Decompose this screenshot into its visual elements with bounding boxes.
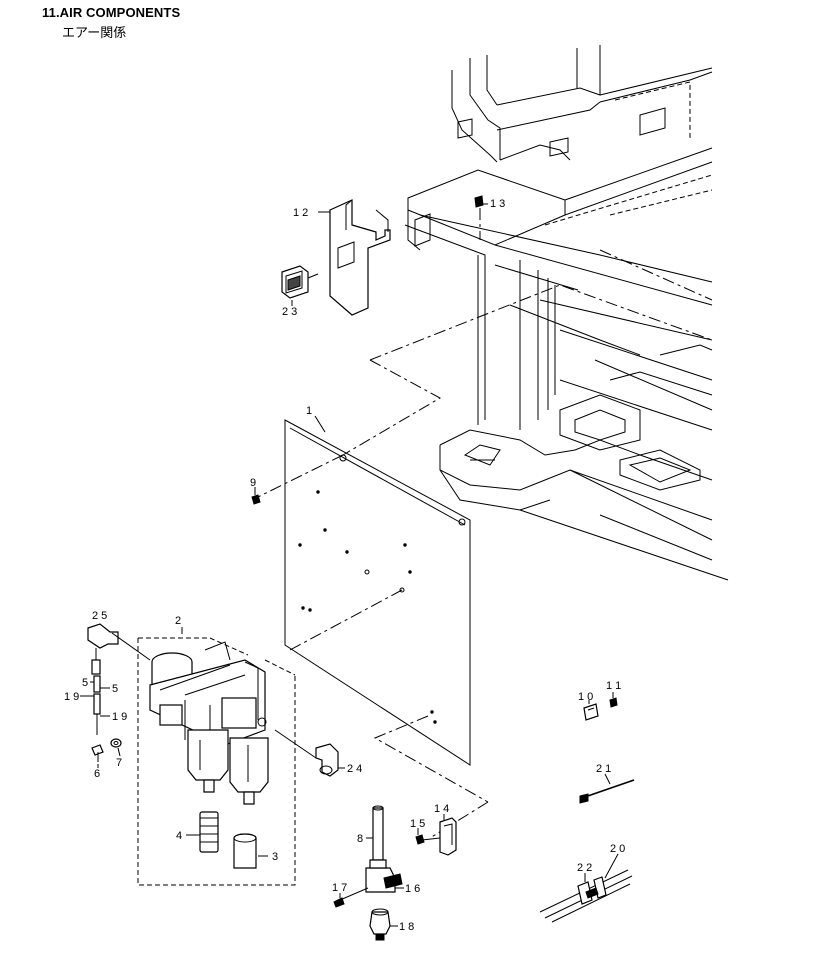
page-title: 11.AIR COMPONENTS: [42, 5, 181, 20]
elbow-fitting-25: [87, 623, 119, 735]
callout-20: 2 0: [610, 843, 625, 855]
drain-valve: [333, 805, 403, 941]
callout-21: 2 1: [596, 763, 611, 775]
tube-bundle-20: [539, 869, 633, 923]
callout-labels: 1 2 3 4 5 5 6 7 8 9 1 0 1 1 1 2 1 3 1 4 …: [64, 198, 625, 933]
callout-5-left: 5: [82, 677, 88, 689]
screw-11: [609, 697, 618, 708]
filter-regulator: [149, 641, 269, 805]
callout-9: 9: [250, 477, 256, 489]
callout-5-right: 5: [112, 683, 118, 695]
cable-tie-21: [579, 779, 635, 804]
leader-lines: [80, 203, 619, 927]
callout-15: 1 5: [410, 818, 425, 830]
screw-15: [415, 834, 441, 845]
phantom-lines: [257, 208, 713, 839]
elbow-fitting-24: [315, 743, 339, 777]
clamp-10: [583, 703, 599, 721]
callout-24: 2 4: [347, 763, 362, 775]
callout-13: 1 3: [490, 198, 505, 210]
callout-14: 1 4: [434, 803, 449, 815]
callout-2: 2: [175, 615, 181, 627]
callout-11: 1 1: [606, 680, 621, 692]
callout-3: 3: [272, 851, 278, 863]
screw-9: [251, 494, 261, 505]
callout-23: 2 3: [282, 306, 297, 318]
callout-17: 1 7: [332, 882, 347, 894]
page-subtitle: エアー関係: [62, 26, 127, 41]
washer-7: [110, 738, 122, 748]
callout-1: 1: [306, 405, 312, 417]
callout-4: 4: [176, 830, 182, 842]
machine-frame: [404, 45, 729, 581]
screw-13: [474, 195, 484, 208]
callout-19-right: 1 9: [112, 711, 127, 723]
callout-18: 1 8: [399, 921, 414, 933]
mounting-panel: [284, 419, 471, 766]
bracket-14: [439, 817, 457, 856]
filter-element: [199, 811, 219, 853]
callout-19-left: 1 9: [64, 691, 79, 703]
pressure-switch: [281, 265, 319, 299]
callout-7: 7: [116, 757, 122, 769]
bowl-element: [233, 833, 257, 869]
filter-assembly-outline: [137, 637, 296, 886]
callout-16: 1 6: [405, 883, 420, 895]
callout-8: 8: [357, 833, 363, 845]
callout-10: 1 0: [578, 691, 593, 703]
callout-22: 2 2: [577, 862, 592, 874]
callout-12: 1 2: [293, 207, 308, 219]
callout-6: 6: [94, 768, 100, 780]
callout-25: 2 5: [92, 610, 107, 622]
screw-6: [91, 744, 104, 762]
mounting-bracket: [329, 199, 391, 316]
